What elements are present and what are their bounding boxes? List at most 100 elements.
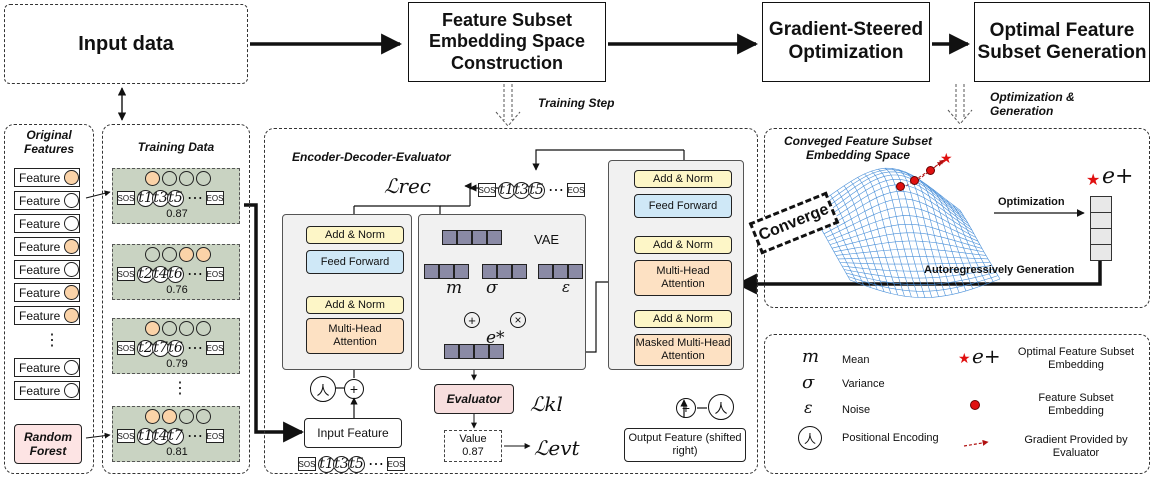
random-forest-label: Random Forest (24, 429, 72, 458)
training-step-label: Training Step (538, 96, 615, 110)
optimization-label: Optimization (998, 196, 1065, 208)
legend-e-plus: e+ (972, 344, 1001, 368)
embedding-surface (809, 167, 1001, 298)
optimal-box: Optimal Feature Subset Generation (974, 2, 1150, 82)
feature-dot (64, 170, 79, 185)
optimal-star-icon: ★ (1086, 172, 1101, 189)
original-features-title: Original Features (23, 128, 75, 157)
token-ellipsis: ⋯ (187, 428, 203, 445)
l-kl-label: ℒkl (530, 392, 563, 416)
evaluator-box: Evaluator (434, 384, 514, 414)
feature-dot (64, 285, 79, 300)
epsilon-symbol: ε (562, 278, 571, 296)
feature-label: Feature (19, 239, 61, 254)
feature-token: t5 (167, 189, 184, 207)
feature-label: Feature (19, 308, 61, 323)
subset-dot (162, 409, 177, 424)
feature-label: Feature (19, 360, 61, 375)
encoder-add-norm-bottom: Add & Norm (306, 296, 404, 314)
star-icon: ★ (940, 150, 953, 166)
feature-label: Feature (19, 170, 61, 185)
encoder-feed-forward: Feed Forward (306, 250, 404, 274)
legend-pos-icon: ⼈ (798, 426, 822, 450)
subset-dot (196, 171, 211, 186)
legend-red-dot (970, 400, 980, 410)
opt-gen-label: Optimization & Generation (990, 90, 1075, 119)
positional-encoding-icon-decoder: ⼈ (708, 394, 734, 420)
eos-token: EOS (206, 267, 224, 281)
sos-token: SOS (478, 183, 496, 197)
training-score: 0.87 (166, 208, 188, 220)
vae-latent-top (442, 230, 502, 245)
feature-token: t6 (167, 339, 184, 357)
sos-token: SOS (117, 191, 135, 205)
decoder-feed-forward: Feed Forward (634, 194, 732, 218)
l-evt-label: ℒevt (534, 436, 580, 460)
output-feature-box: Output Feature (shifted right) (624, 428, 746, 462)
decoder-add-norm-3: Add & Norm (634, 310, 732, 328)
original-features-panel (4, 124, 94, 474)
feature-item: Feature (14, 168, 80, 187)
sigma-symbol: σ (486, 278, 498, 298)
feature-dot (64, 239, 79, 254)
mean-vector (424, 264, 469, 279)
decoder-multi-head: Multi-Head Attention (634, 260, 732, 296)
subset-dot (145, 321, 160, 336)
legend-optimal-text: Optimal Feature Subset Embedding (1017, 346, 1135, 372)
value-label: Value (459, 432, 487, 445)
feature-token: t2 (137, 265, 154, 283)
token-ellipsis: ⋯ (187, 190, 203, 207)
subset-dot (196, 409, 211, 424)
encoder-title: Encoder-Decoder-Evaluator (292, 150, 451, 164)
feature-label: Feature (19, 262, 61, 277)
subset-dot (179, 247, 194, 262)
gradient-box: Gradient-Steered Optimization (762, 2, 930, 82)
feature-item: Feature (14, 260, 80, 279)
plus-icon-decoder: + (676, 398, 696, 418)
legend-sigma-symbol: σ (802, 372, 815, 393)
feature-item: Feature (14, 191, 80, 210)
training-data-title: Training Data (137, 140, 215, 154)
embedding-space-title: Conveged Feature Subset Embedding Space (783, 134, 933, 163)
m-symbol: m (446, 278, 463, 298)
feature-token: t3 (152, 189, 169, 207)
subset-dot (145, 247, 160, 262)
legend-mean: Mean (842, 354, 870, 366)
feature-dot (64, 383, 79, 398)
input-data-box: Input data (4, 4, 248, 84)
legend-variance: Variance (842, 378, 885, 390)
feature-token: t6 (167, 265, 184, 283)
subset-dot (145, 171, 160, 186)
plus-icon: + (344, 379, 364, 399)
eos-token: EOS (567, 183, 585, 197)
token-ellipsis: ⋯ (548, 182, 564, 199)
red-dot-3 (926, 166, 935, 175)
subset-dot (162, 321, 177, 336)
feature-dot (64, 193, 79, 208)
input-data-label: Input data (78, 32, 174, 55)
token-ellipsis: ⋯ (187, 340, 203, 357)
input-feature-box: Input Feature (304, 418, 402, 448)
eos-token: EOS (206, 429, 224, 443)
value-box: Value 0.87 (444, 430, 502, 462)
eos-token: EOS (206, 341, 224, 355)
training-group-dots (143, 171, 211, 191)
token-ellipsis: ⋯ (368, 456, 384, 473)
feature-dot (64, 216, 79, 231)
token-ellipsis: ⋯ (187, 266, 203, 283)
autoreg-label: Autoregressively Generation (924, 264, 1075, 276)
vae-label: VAE (534, 232, 560, 247)
feature-token: t3 (333, 455, 350, 473)
legend-panel (764, 334, 1150, 474)
encoder-multi-head: Multi-Head Attention (306, 318, 404, 354)
decoder-add-norm-2: Add & Norm (634, 236, 732, 254)
feature-token: t7 (152, 339, 169, 357)
legend-arrow-text: Gradient Provided by Evaluator (1024, 434, 1128, 460)
construction-box: Feature Subset Embedding Space Construct… (408, 2, 606, 82)
feature-token: t4 (152, 265, 169, 283)
decoder-masked-multi-head: Masked Multi-Head Attention (634, 334, 732, 366)
